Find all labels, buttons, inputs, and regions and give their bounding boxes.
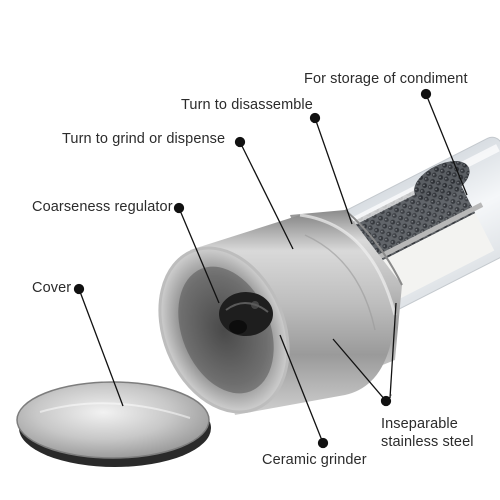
label-stainless-steel: Inseparable stainless steel: [381, 415, 474, 451]
pepper-top-cluster: [414, 161, 470, 201]
leader-steel: [332, 302, 397, 407]
label-steel-line2: stainless steel: [381, 434, 474, 450]
label-storage: For storage of condiment: [304, 71, 468, 87]
cover-cap: [16, 381, 211, 467]
leader-disassemble: [309, 112, 353, 225]
leader-cover: [73, 283, 124, 407]
leader-storage: [420, 88, 468, 196]
leader-lines: [73, 88, 468, 449]
leader-ceramic: [279, 334, 329, 449]
label-cover: Cover: [32, 280, 72, 296]
label-grind: Turn to grind or dispense: [62, 131, 226, 147]
leader-coarseness: [173, 202, 220, 304]
leader-grind: [234, 136, 294, 250]
ceramic-knob: [219, 292, 273, 336]
label-disassemble: Turn to disassemble: [181, 97, 313, 113]
label-ceramic: Ceramic grinder: [262, 452, 367, 468]
label-steel-line1: Inseparable: [381, 416, 458, 432]
label-coarseness: Coarseness regulator: [32, 199, 173, 215]
grinder-face: [158, 246, 290, 414]
